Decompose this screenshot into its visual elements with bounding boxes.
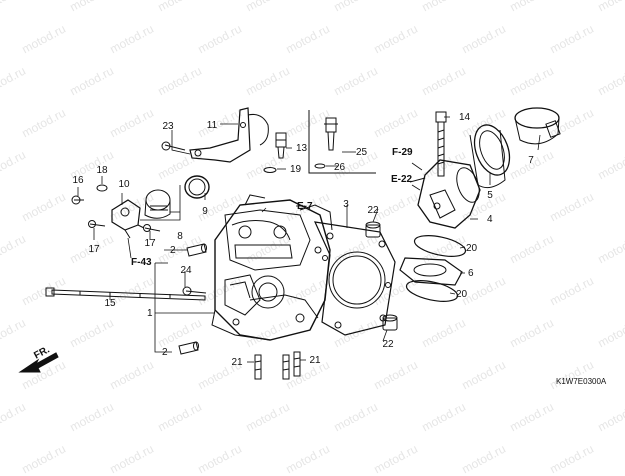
intake-band-part [469,124,511,189]
front-direction-arrow-icon [18,352,59,373]
part-label-25: 25 [356,147,368,158]
washer-part-18 [96,184,108,192]
bolt-part-14 [435,111,447,177]
diagram-code: K1W7E0300A [556,377,607,386]
part-label-16: 16 [72,175,84,186]
dowel-part-2-upper [186,243,207,257]
stud-part-21-right [293,351,301,377]
o-ring-part-9 [184,175,210,199]
part-label-22-lower: 22 [382,339,394,350]
part-label-18: 18 [96,165,108,176]
leader-lines [77,116,541,363]
ref-label-e22: E-22 [391,174,413,185]
bolt-part-17-left [88,220,106,228]
part-label-19: 19 [290,164,302,175]
part-label-26: 26 [334,162,346,173]
part-label-15: 15 [104,298,116,309]
o-ring-part-upper [413,235,467,257]
part-label-6: 6 [468,268,474,279]
part-label-3: 3 [343,199,349,210]
insulator-band-part [514,107,561,145]
part-label-2-lower: 2 [162,347,168,358]
sensor-inset-frame [308,110,376,174]
washer-part-19 [263,167,277,173]
bolt-part-16 [71,195,84,205]
washer-part-26 [314,163,326,169]
temp-sensor-part-13 [275,132,287,159]
cylinder-head-gasket-part [313,221,396,336]
part-label-5: 5 [487,190,493,201]
stud-part-21-left [254,354,262,380]
part-label-10: 10 [118,179,130,190]
ref-label-e7: E-7 [297,201,313,212]
ref-label-f43: F-43 [131,257,152,268]
part-label-7: 7 [528,155,534,166]
dowel-pin-part-upper [365,221,381,238]
part-label-22-upper: 22 [367,205,379,216]
part-label-14: 14 [459,112,471,123]
part-label-17-left: 17 [88,244,100,255]
stud-bolt-part-15 [45,287,206,301]
intake-insulator-part [399,257,463,286]
bolt-part-24 [182,286,207,296]
bolt-part-23 [161,141,186,151]
harness-bracket-part [189,107,269,163]
part-label-8: 8 [177,231,183,242]
bolt-part-17-right [143,224,161,232]
stud-part-21-center [282,354,290,380]
thermostat-cover-part [111,199,145,239]
part-label-9: 9 [202,206,208,217]
part-label-21-right: 21 [309,355,321,366]
part-label-13: 13 [296,143,308,154]
intake-pipe-part [409,159,481,229]
cylinder-head-part [211,194,333,341]
dowel-pin-part-lower [382,314,398,331]
part-label-11: 11 [207,120,218,131]
part-label-23: 23 [162,121,174,132]
part-label-17-right: 17 [144,238,156,249]
part-label-20-lower: 20 [456,289,468,300]
thermostat-part [144,189,171,219]
part-label-4: 4 [487,214,493,225]
part-label-1: 1 [147,308,153,319]
part-label-21-left: 21 [231,357,243,368]
temp-sensor-part-25 [324,117,338,151]
dowel-part-2-lower [178,341,199,355]
ref-label-f29: F-29 [392,147,413,158]
o-ring-part-lower [405,280,459,302]
part-label-20-upper: 20 [466,243,478,254]
part-label-24: 24 [180,265,192,276]
part-label-2-upper: 2 [170,245,176,256]
